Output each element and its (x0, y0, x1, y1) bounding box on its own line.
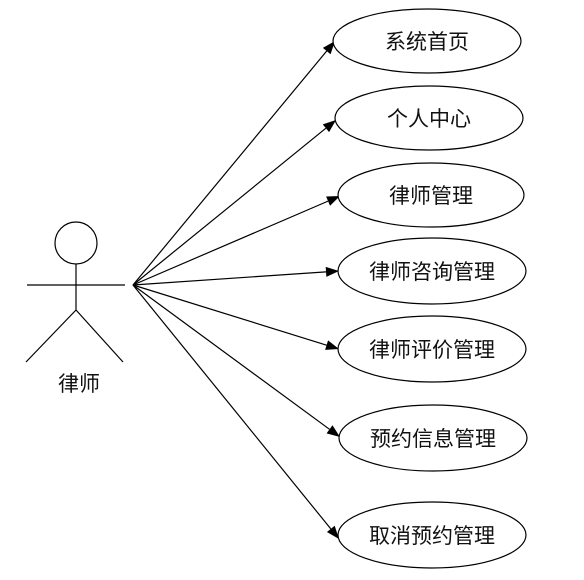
use-case[interactable]: 律师咨询管理 (337, 237, 527, 305)
use-case-ellipse[interactable] (334, 85, 524, 151)
use-case-label: 预约信息管理 (370, 427, 496, 451)
use-case[interactable]: 系统首页 (332, 8, 522, 74)
use-case[interactable]: 律师管理 (337, 162, 525, 228)
use-case-ellipse[interactable] (337, 237, 527, 305)
use-case-label: 个人中心 (387, 107, 471, 131)
use-case[interactable]: 个人中心 (334, 85, 524, 151)
use-case-ellipse[interactable] (338, 404, 528, 472)
actor-right-leg (75, 309, 124, 363)
use-case[interactable]: 预约信息管理 (338, 404, 528, 472)
arrowhead-icon (325, 266, 339, 277)
arrowhead-icon (326, 525, 339, 539)
arrowhead-icon (322, 41, 335, 55)
arrowhead-icon (325, 340, 339, 350)
actor-name: 律师 (58, 372, 100, 396)
actor-head (54, 221, 98, 265)
use-case-label: 律师评价管理 (369, 338, 495, 362)
arrowhead-icon (326, 425, 340, 437)
actor-left-leg (25, 309, 77, 363)
use-case-ellipse[interactable] (337, 315, 527, 383)
use-case-label: 律师管理 (389, 184, 473, 208)
use-case-label: 律师咨询管理 (369, 260, 495, 284)
use-case-ellipse[interactable] (337, 501, 527, 569)
association-line (132, 200, 329, 286)
use-case[interactable]: 取消预约管理 (337, 501, 527, 569)
use-cases: 系统首页 个人中心 律师管理 律师咨询管理 律师评价管理 预约信息管理 取消预约… (332, 8, 528, 569)
arrowhead-icon (326, 196, 340, 206)
use-case-ellipse[interactable] (337, 162, 525, 228)
associations (132, 41, 340, 539)
association-line (132, 284, 332, 530)
use-case[interactable]: 律师评价管理 (337, 315, 527, 383)
association-line (132, 50, 328, 286)
association-line (132, 284, 327, 346)
association-line (132, 271, 327, 286)
arrowhead-icon (322, 120, 336, 133)
actor-figure (25, 221, 125, 363)
use-case-ellipse[interactable] (332, 8, 522, 74)
association-line (132, 284, 330, 430)
association-line (132, 127, 327, 286)
use-case-label: 取消预约管理 (369, 524, 495, 548)
use-case-label: 系统首页 (385, 30, 469, 54)
